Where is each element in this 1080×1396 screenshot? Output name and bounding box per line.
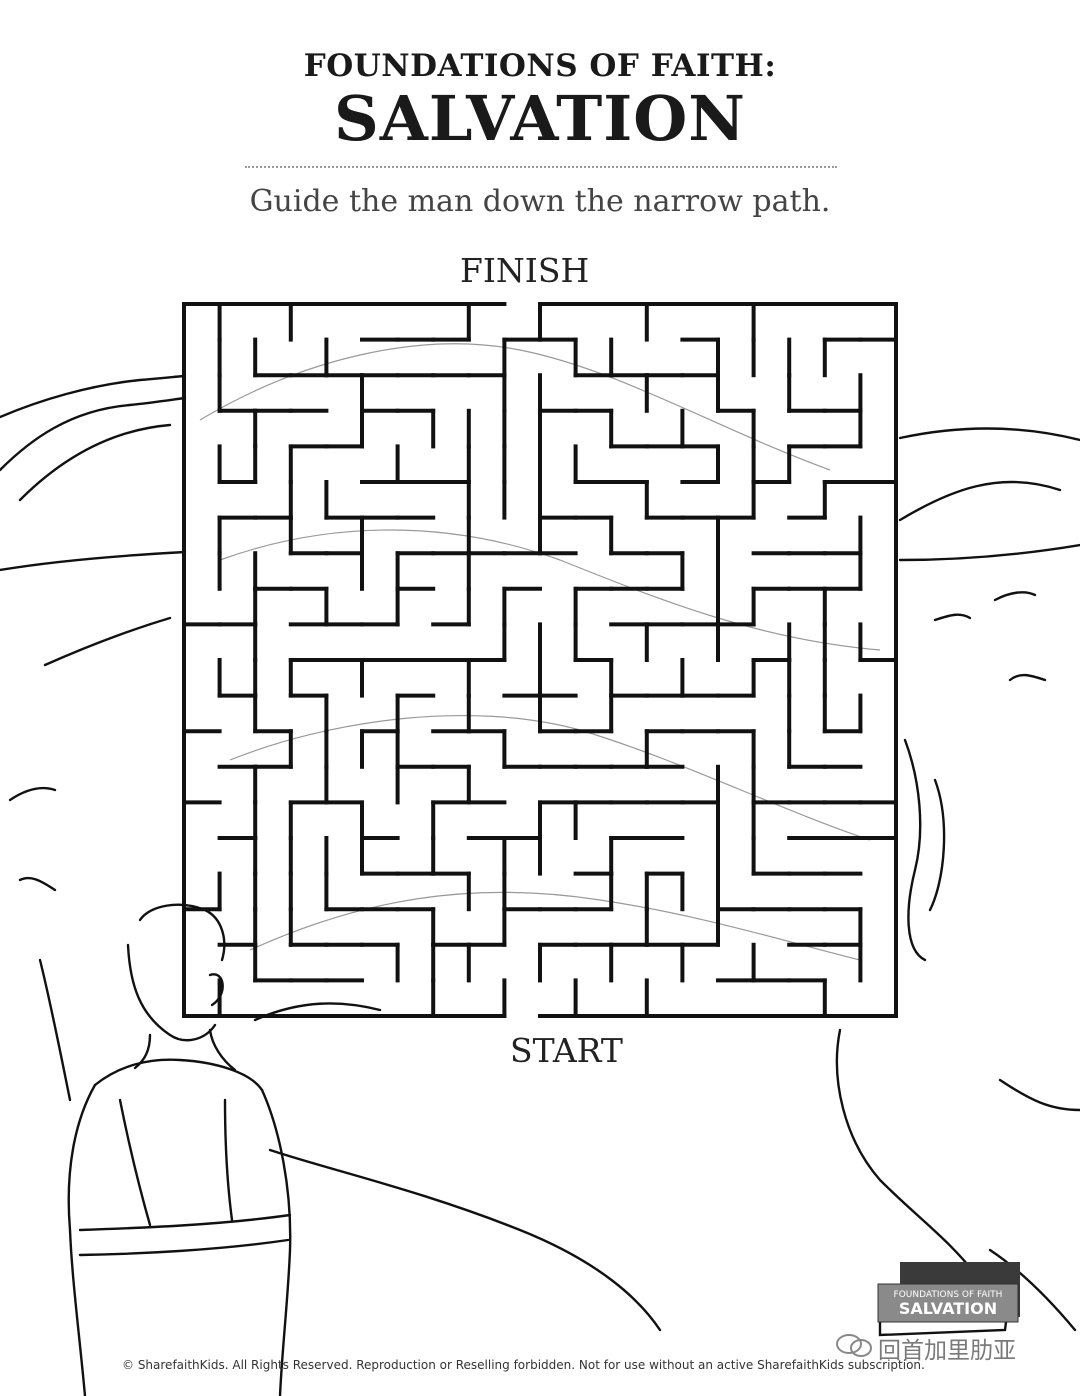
title-line1: FOUNDATIONS OF FAITH: [303,48,777,84]
finish-label: FINISH [460,251,590,290]
wechat-icon [836,1334,872,1357]
badge-line2: SALVATION [899,1299,997,1318]
title-line2: SALVATION [334,82,746,155]
copyright-footer: © SharefaithKids. All Rights Reserved. R… [122,1358,925,1372]
start-label: START [510,1031,623,1070]
badge-line1: FOUNDATIONS OF FAITH [894,1290,1003,1300]
divider [245,166,837,168]
watermark-text: 回首加里肋亚 [878,1338,1016,1364]
instruction-text: Guide the man down the narrow path. [249,184,831,219]
